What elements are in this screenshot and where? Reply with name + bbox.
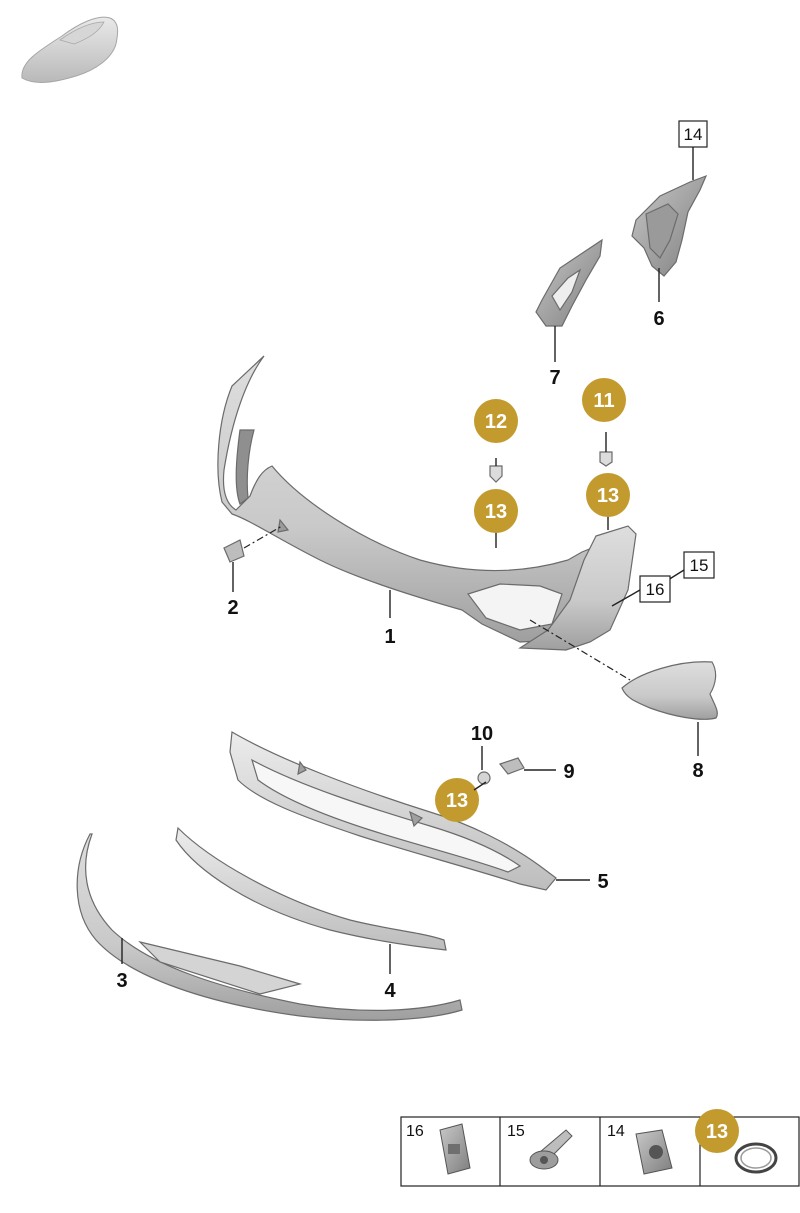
part-6-bracket — [631, 174, 708, 302]
callout-3: 3 — [116, 970, 127, 992]
callout-box-15: 15 — [667, 551, 715, 581]
part-4-trim-strip — [175, 826, 447, 974]
svg-text:14: 14 — [607, 1123, 625, 1140]
legend-cell-16[interactable]: 16 — [406, 1123, 471, 1175]
part-10-screw — [477, 746, 491, 785]
screw-icon — [529, 1129, 573, 1170]
svg-text:16: 16 — [646, 580, 665, 599]
clip-nut-icon — [635, 1129, 673, 1175]
side-trim-panel — [518, 525, 641, 651]
callout-7: 7 — [549, 367, 560, 389]
callout-10: 10 — [471, 723, 493, 745]
callout-1: 1 — [384, 626, 395, 648]
svg-text:13: 13 — [446, 790, 468, 812]
part-3-lip-spoiler — [76, 833, 463, 1021]
part-8-corner-cover — [529, 619, 718, 756]
badge-13-lower[interactable]: 13 — [435, 778, 487, 822]
callout-9: 9 — [563, 761, 574, 783]
part-7-bracket — [535, 238, 603, 362]
svg-text:15: 15 — [507, 1123, 525, 1140]
clip-nut-icon — [439, 1123, 471, 1175]
callout-box-16: 16 — [639, 575, 671, 603]
badge-13-upper-left[interactable]: 13 — [474, 489, 518, 533]
svg-text:13: 13 — [706, 1121, 728, 1143]
o-ring-icon — [734, 1142, 778, 1174]
part-5-grille-frame — [229, 731, 590, 891]
svg-text:13: 13 — [597, 485, 619, 507]
legend-cell-13[interactable]: 13 — [695, 1109, 778, 1174]
svg-text:16: 16 — [406, 1123, 424, 1140]
legend-cell-14[interactable]: 14 — [607, 1123, 673, 1175]
clip-11 — [599, 432, 613, 530]
badge-11[interactable]: 11 — [582, 378, 626, 422]
callout-4: 4 — [384, 980, 396, 1002]
callout-5: 5 — [597, 871, 608, 893]
small-parts-legend: 16 15 14 — [400, 1109, 800, 1187]
badge-13-legend: 13 — [695, 1109, 739, 1153]
badge-13-upper-right[interactable]: 13 — [586, 473, 630, 517]
part-2-cap — [223, 525, 283, 592]
svg-text:11: 11 — [593, 390, 614, 412]
clip-12 — [489, 458, 503, 548]
part-1-bumper-cover — [217, 355, 605, 643]
part-9-clip — [498, 757, 556, 775]
callout-2: 2 — [227, 597, 238, 619]
legend-cell-15[interactable]: 15 — [507, 1123, 573, 1170]
svg-text:12: 12 — [485, 411, 507, 433]
svg-text:13: 13 — [485, 501, 507, 523]
svg-text:14: 14 — [684, 125, 703, 144]
callout-box-14: 14 — [678, 120, 708, 180]
callout-6: 6 — [653, 308, 664, 330]
callout-8: 8 — [692, 760, 703, 782]
badge-12[interactable]: 12 — [474, 399, 518, 443]
svg-text:15: 15 — [690, 556, 709, 575]
vehicle-thumbnail — [21, 16, 119, 83]
